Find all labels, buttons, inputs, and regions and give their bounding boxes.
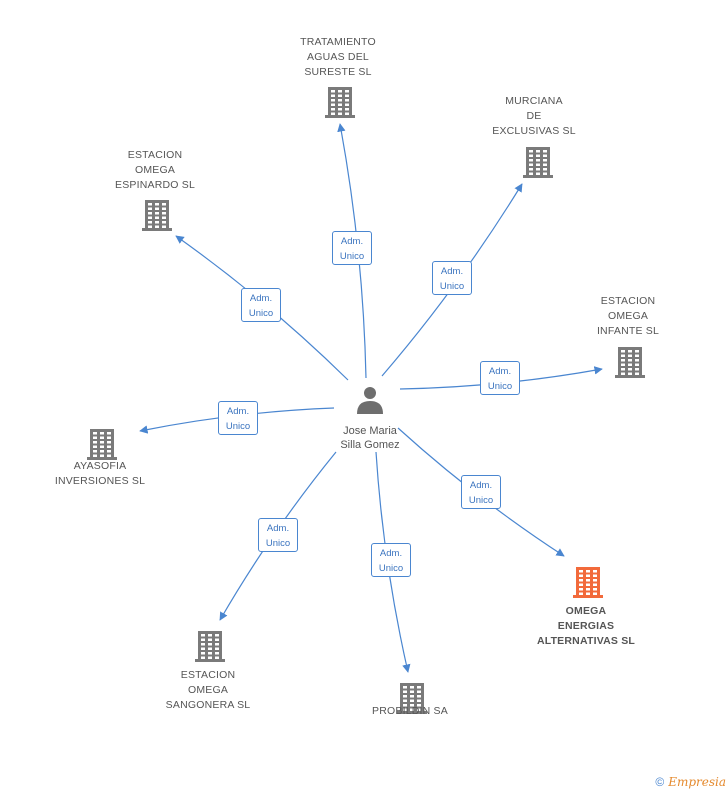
role-badge-sangonera[interactable]: Adm. Unico: [258, 518, 298, 552]
person-icon[interactable]: [357, 387, 383, 414]
role-badge-espinardo[interactable]: Adm. Unico: [241, 288, 281, 322]
company-label-omega_energias[interactable]: OMEGA ENERGIAS ALTERNATIVAS SL: [536, 605, 636, 647]
company-label-ayasofia[interactable]: AYASOFIA INVERSIONES SL: [54, 460, 146, 487]
building-icon-espinardo[interactable]: [142, 200, 172, 231]
company-label-infante[interactable]: ESTACION OMEGA INFANTE SL: [596, 295, 660, 337]
role-badge-omega_energias[interactable]: Adm. Unico: [461, 475, 501, 509]
brand-name: Empresia: [668, 775, 726, 789]
building-icon-probildin[interactable]: [397, 683, 427, 714]
building-icon-murciana[interactable]: [523, 147, 553, 178]
role-badge-probildin[interactable]: Adm. Unico: [371, 543, 411, 577]
copyright-symbol: ©: [655, 775, 665, 789]
building-icon-tratamiento[interactable]: [325, 87, 355, 118]
role-badge-tratamiento[interactable]: Adm. Unico: [332, 231, 372, 265]
company-label-murciana[interactable]: MURCIANA DE EXCLUSIVAS SL: [492, 95, 576, 137]
role-badge-murciana[interactable]: Adm. Unico: [432, 261, 472, 295]
company-label-sangonera[interactable]: ESTACION OMEGA SANGONERA SL: [165, 669, 251, 711]
building-icon-sangonera[interactable]: [195, 631, 225, 662]
footer-brand: ©Empresia: [655, 775, 726, 789]
building-icon-omega_energias[interactable]: [573, 567, 603, 598]
building-icon-infante[interactable]: [615, 347, 645, 378]
role-badge-ayasofia[interactable]: Adm. Unico: [218, 401, 258, 435]
building-icon-ayasofia[interactable]: [87, 429, 117, 460]
company-label-tratamiento[interactable]: TRATAMIENTO AGUAS DEL SURESTE SL: [300, 36, 376, 78]
person-name[interactable]: Jose Maria Silla Gomez: [340, 425, 400, 451]
company-label-probildin[interactable]: PROBILDIN SA: [372, 705, 448, 717]
role-badge-infante[interactable]: Adm. Unico: [480, 361, 520, 395]
company-label-espinardo[interactable]: ESTACION OMEGA ESPINARDO SL: [114, 149, 195, 191]
